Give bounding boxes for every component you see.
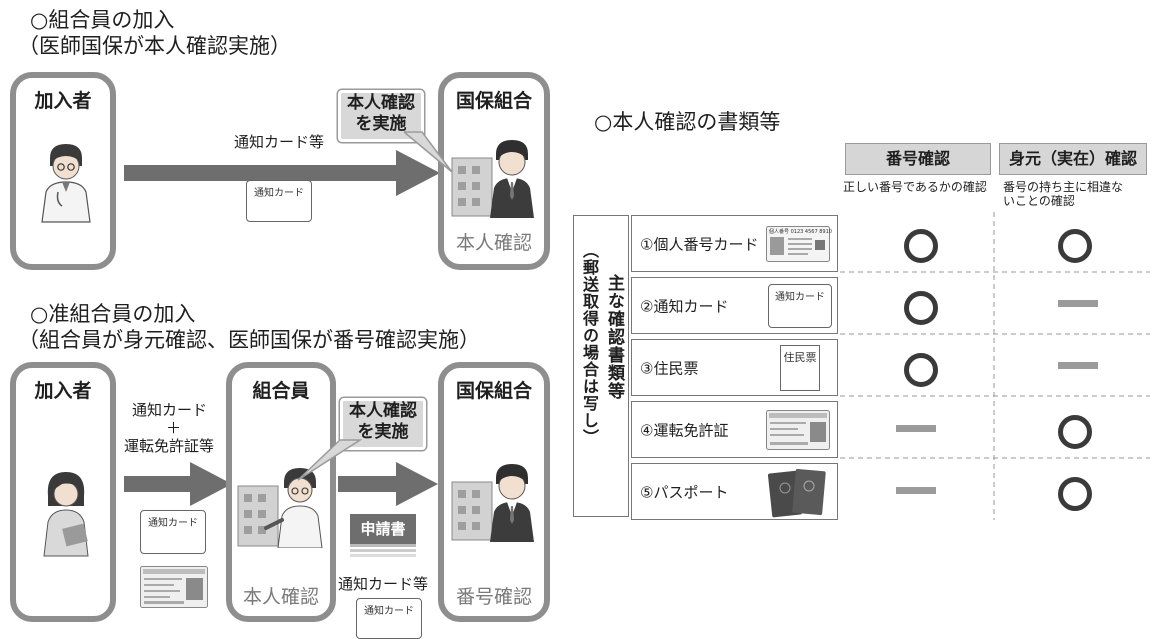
callout-line2: を実施: [357, 422, 409, 442]
section2-arrow1: [124, 462, 232, 506]
panel-title: 加入者: [34, 380, 92, 402]
number-check-mark-row3: [904, 353, 938, 387]
callout-line1: 本人確認: [347, 93, 415, 113]
column-desc-number-check: 正しい番号であるかの確認: [843, 180, 987, 194]
card-text: 住民票: [783, 351, 817, 364]
notification-card: 通知カード: [246, 180, 312, 222]
column-desc-identity-check: 番号の持ち主に相違ないことの確認: [1003, 180, 1124, 208]
doc-row-notification-card: ②通知カード 通知カード: [631, 277, 838, 334]
identity-check-mark-row4: [1058, 415, 1092, 449]
doc-row-mynumber-card: ①個人番号カード 個人番号 0123 4567 8910: [631, 215, 838, 272]
callout-tail: [404, 131, 453, 173]
identity-check-mark-row1: [1058, 229, 1092, 263]
section1-applicant-panel: 加入者: [10, 72, 116, 270]
section1-subtitle: （医師国保が本人確認実施）: [18, 34, 291, 58]
section2-title: ○准組合員の加入: [30, 302, 196, 326]
application-form-stamp: 申請書: [350, 514, 416, 544]
mynumber-card-icon: [766, 226, 830, 262]
doctor-person-icon: [41, 144, 91, 223]
panel-foot: 本人確認: [455, 232, 532, 254]
callout-tail: [297, 439, 362, 481]
row-label: ③住民票: [640, 359, 699, 377]
section2-arrow2: [338, 462, 438, 506]
side-main-label: 主な確認書類等: [604, 274, 624, 400]
section2-arrow1-line3: 運転免許証等: [124, 437, 215, 455]
doc-row-drivers-license: ④運転免許証: [631, 401, 838, 458]
drivers-license-icon: [140, 566, 208, 608]
number-check-mark-row2: [904, 291, 938, 325]
doc-row-passport: ⑤パスポート: [631, 463, 838, 520]
drivers-license-icon: [766, 410, 830, 450]
section1-union-panel: 国保組合 本人確認: [438, 72, 550, 270]
row-separators: [840, 212, 1150, 520]
identity-check-mark-row5: [1058, 477, 1092, 511]
section2-arrow1-line2: ＋: [166, 419, 182, 437]
card-text: 通知カード: [364, 606, 414, 617]
passport-icon: [768, 468, 826, 518]
identity-check-dash-row3: [1058, 362, 1098, 369]
panel-foot: 本人確認: [242, 586, 319, 608]
column-header-identity-check: 身元（実在）確認: [999, 143, 1147, 175]
section3-title: ○本人確認の書類等: [594, 110, 781, 134]
section2-applicant-panel: 加入者: [10, 362, 116, 622]
section2-subtitle: （組合員が身元確認、医師国保が番号確認実施）: [18, 328, 480, 352]
notification-card-icon: 通知カード: [768, 284, 832, 328]
doc-row-resident-record: ③住民票 住民票: [631, 339, 838, 396]
number-check-dash-row4: [896, 425, 936, 432]
notification-card: 通知カード: [140, 510, 206, 554]
section1-arrow: [124, 150, 440, 196]
section1-callout: 本人確認 を実施: [338, 90, 424, 142]
building-doctor-icon: [237, 468, 323, 548]
card-number-text: 個人番号 0123 4567 8910: [769, 229, 832, 235]
form-stack-icon: [350, 544, 416, 557]
side-note-label: （郵送取得の場合は写し）: [580, 242, 599, 446]
notification-card: 通知カード: [356, 598, 422, 639]
card-text: 通知カード: [148, 518, 198, 529]
callout-line2: を実施: [355, 114, 407, 134]
building-staff-icon: [451, 140, 534, 218]
row-label: ②通知カード: [640, 297, 729, 315]
row-label: ④運転免許証: [640, 421, 729, 439]
card-text: 通知カード: [254, 188, 304, 199]
table-side-label: 主な確認書類等 （郵送取得の場合は写し）: [573, 215, 629, 517]
panel-title: 国保組合: [455, 380, 532, 402]
callout-line1: 本人確認: [349, 401, 417, 421]
section1-arrow-label: 通知カード等: [234, 133, 325, 151]
panel-foot: 番号確認: [455, 586, 532, 608]
section2-arrow1-line1: 通知カード: [132, 401, 208, 419]
panel-title: 国保組合: [455, 90, 532, 112]
woman-person-icon: [43, 472, 89, 557]
section2-callout: 本人確認 を実施: [340, 398, 426, 450]
card-text: 通知カード: [775, 292, 825, 303]
panel-title: 加入者: [34, 90, 92, 112]
section2-member-panel: 組合員 本人確認: [226, 362, 336, 622]
panel-title: 組合員: [252, 380, 310, 402]
section1-title: ○組合員の加入: [30, 8, 175, 32]
row-label: ①個人番号カード: [640, 235, 759, 253]
section2-union-panel: 国保組合 番号確認: [438, 362, 550, 622]
building-staff-icon: [451, 464, 534, 542]
resident-record-icon: 住民票: [780, 345, 820, 391]
section2-arrow2-label: 通知カード等: [338, 575, 429, 593]
identity-check-dash-row2: [1058, 300, 1098, 307]
column-header-number-check: 番号確認: [845, 143, 991, 175]
row-label: ⑤パスポート: [640, 483, 729, 501]
number-check-dash-row5: [896, 487, 936, 494]
number-check-mark-row1: [904, 229, 938, 263]
